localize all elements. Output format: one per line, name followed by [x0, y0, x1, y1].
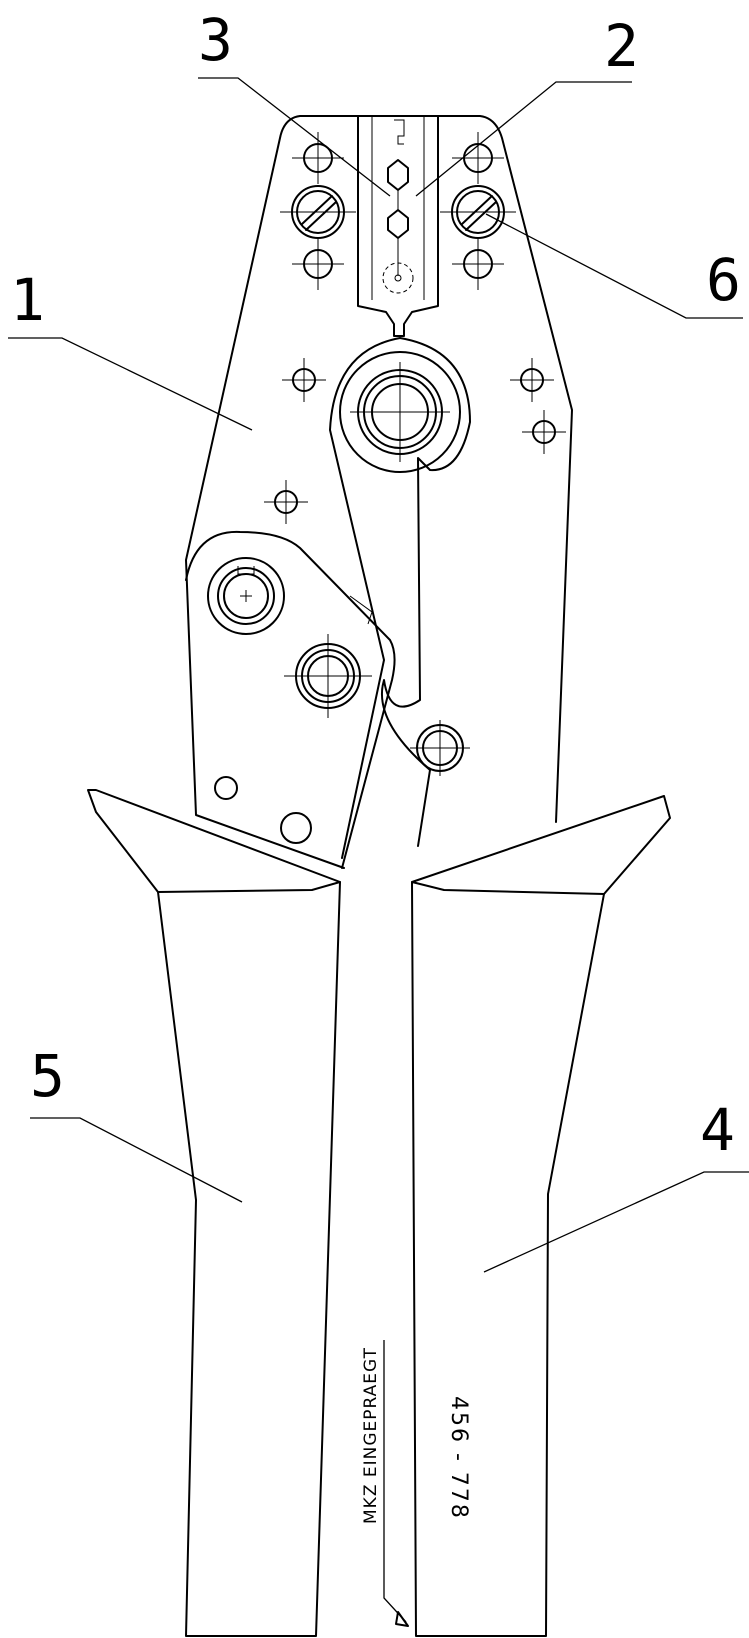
embossing-note-leader	[383, 1340, 407, 1623]
toggle-link-edge	[349, 595, 373, 625]
toggle-link-plate	[185, 530, 396, 869]
part-number-marking: 456 - 778	[446, 1396, 471, 1520]
callout-2-number: 2	[604, 12, 639, 80]
callout-5-leader	[30, 1117, 243, 1203]
toggle-pin-lower	[284, 634, 372, 718]
center-link-outline	[329, 337, 471, 859]
embossing-note-text: MKZ EINGEPRAEGT	[361, 1347, 381, 1524]
main-pivot	[339, 351, 461, 473]
callout-4-leader	[483, 1171, 749, 1273]
callout-3: 3	[198, 6, 391, 197]
callout-6-leader	[485, 213, 743, 319]
callout-1-leader	[8, 337, 253, 431]
callout-4: 4	[483, 1096, 749, 1273]
callout-1: 1	[8, 266, 253, 431]
slotted-screw-left	[280, 185, 356, 239]
callout-4-number: 4	[700, 1096, 735, 1164]
embossing-arrowhead	[395, 1611, 409, 1627]
body-holes	[214, 358, 566, 844]
right-handle-grip	[411, 795, 671, 1637]
callout-5-number: 5	[30, 1042, 65, 1110]
callout-6-number: 6	[706, 246, 741, 314]
jaw-fasteners	[292, 132, 504, 290]
embossing-note: MKZ EINGEPRAEGT	[361, 1340, 409, 1627]
left-handle-grip	[87, 789, 341, 1637]
callout-2: 2	[415, 12, 639, 197]
link-pin-right	[410, 720, 470, 776]
callout-3-number: 3	[198, 6, 233, 74]
callout-6: 6	[485, 213, 743, 319]
crimp-die-insert	[357, 115, 439, 337]
callout-5: 5	[30, 1042, 243, 1203]
left-jaw-outline	[185, 115, 359, 869]
callout-1-number: 1	[10, 266, 45, 334]
callout-2-leader	[415, 81, 632, 197]
callout-3-leader	[198, 77, 391, 197]
right-jaw-outline	[437, 115, 573, 823]
toggle-pin-upper	[207, 557, 285, 635]
slotted-screw-right	[440, 185, 516, 239]
